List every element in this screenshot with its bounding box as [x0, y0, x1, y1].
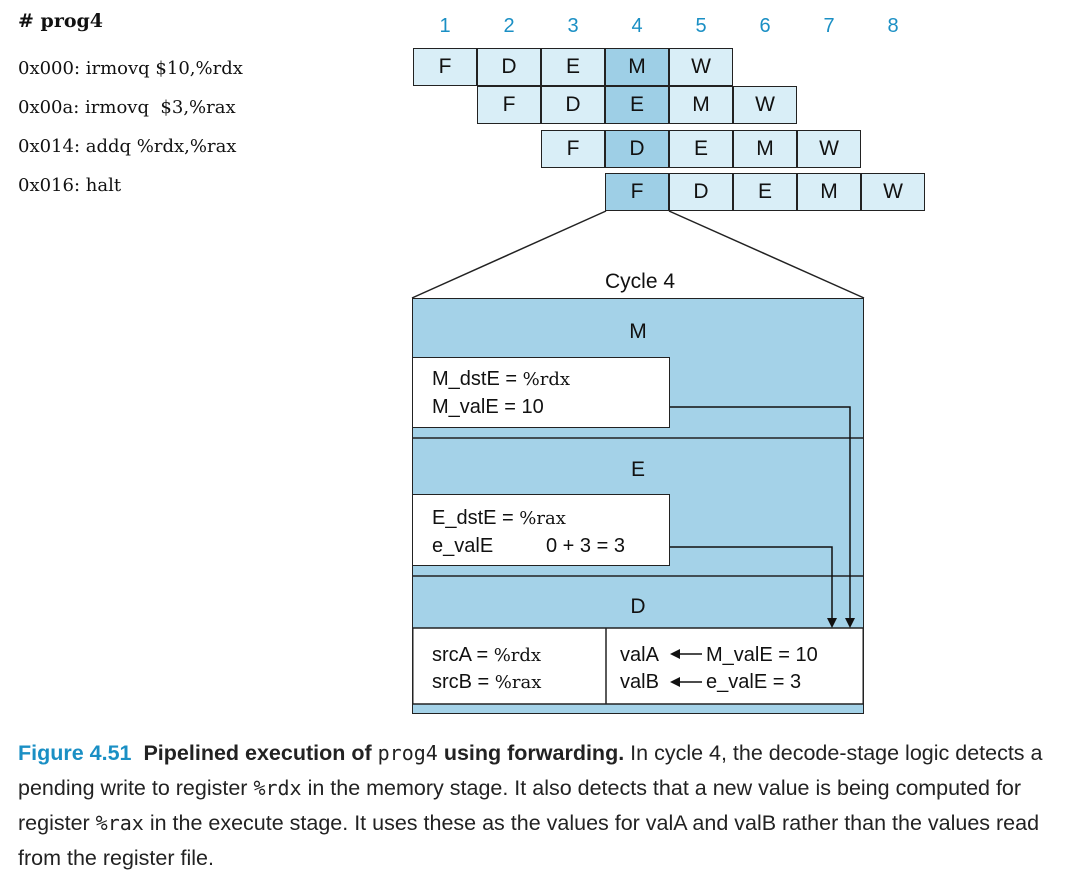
zoom-line-left [411, 210, 607, 299]
stage-cell: F [477, 86, 541, 124]
valb-label: valB [620, 671, 659, 693]
m-dste-text: M_dstE = %rdx [432, 368, 570, 390]
caption-text: in the execute stage. It uses these as t… [18, 811, 1040, 870]
cycle-number: 6 [759, 15, 771, 37]
e-dste-text: E_dstE = %rax [432, 507, 566, 529]
stage-cell-highlighted: F [605, 173, 669, 211]
e-vale-expr: 0 + 3 = 3 [546, 535, 625, 557]
stage-cell: W [733, 86, 797, 124]
e-register-box [412, 494, 670, 566]
e-vale-label: e_valE [432, 535, 494, 557]
figure-title: Pipelined execution of prog4 using forwa… [143, 741, 625, 765]
cycle-number: 3 [567, 15, 579, 37]
cycle-number: 7 [823, 15, 835, 37]
cycle-4-label: Cycle 4 [604, 270, 676, 293]
caption-text: in the memory stage. It also detects tha… [18, 776, 1022, 835]
caption-text: In cycle 4, the decode-stage logic detec… [18, 741, 1043, 800]
cycle-number: 1 [439, 15, 451, 37]
stage-cell: F [541, 130, 605, 168]
stage-cell-highlighted: M [605, 48, 669, 86]
stage-cell: D [541, 86, 605, 124]
stage-cell: M [669, 86, 733, 124]
stage-cell: D [477, 48, 541, 86]
vala-expr: M_valE = 10 [706, 644, 818, 666]
stage-name-e: E [630, 458, 645, 481]
valb-expr: e_valE = 3 [706, 671, 802, 693]
stage-name-d: D [630, 595, 646, 618]
stage-cell: W [669, 48, 733, 86]
m-register-box [412, 357, 670, 428]
stage-cell-highlighted: D [605, 130, 669, 168]
cycle-number: 8 [887, 15, 899, 37]
srca-text: srcA = %rdx [432, 644, 542, 666]
forward-arrow-e-vale [670, 546, 837, 628]
program-line: 0x00a: irmovq $3,%rax [18, 97, 236, 118]
stage-cell: E [733, 173, 797, 211]
cycle-number: 2 [503, 15, 515, 37]
stage-cell: E [669, 130, 733, 168]
figure-caption: Figure 4.51 Pipelined execution of prog4… [18, 736, 1058, 876]
decode-register-area [412, 627, 864, 705]
cycle-number: 5 [695, 15, 707, 37]
program-title: # prog4 [18, 10, 104, 32]
stage-cell: E [541, 48, 605, 86]
stage-cell: W [861, 173, 925, 211]
program-line: 0x014: addq %rdx,%rax [18, 136, 237, 157]
stage-cell: F [413, 48, 477, 86]
vala-label: valA [620, 644, 659, 666]
zoom-line-right [668, 210, 865, 299]
stage-cell: M [797, 173, 861, 211]
stage-cell: W [797, 130, 861, 168]
figure-number: Figure 4.51 [18, 741, 132, 765]
program-line: 0x000: irmovq $10,%rdx [18, 58, 243, 79]
program-line: 0x016: halt [18, 175, 122, 196]
stage-cell: M [733, 130, 797, 168]
cycle-number: 4 [631, 15, 643, 37]
stage-cell-highlighted: E [605, 86, 669, 124]
m-vale-text: M_valE = 10 [432, 396, 544, 418]
srcb-text: srcB = %rax [432, 671, 542, 693]
forward-arrow-m-vale [670, 406, 855, 628]
stage-cell: D [669, 173, 733, 211]
caption-register: %rax [95, 811, 144, 835]
stage-name-m: M [629, 320, 647, 343]
caption-register: %rdx [253, 776, 302, 800]
